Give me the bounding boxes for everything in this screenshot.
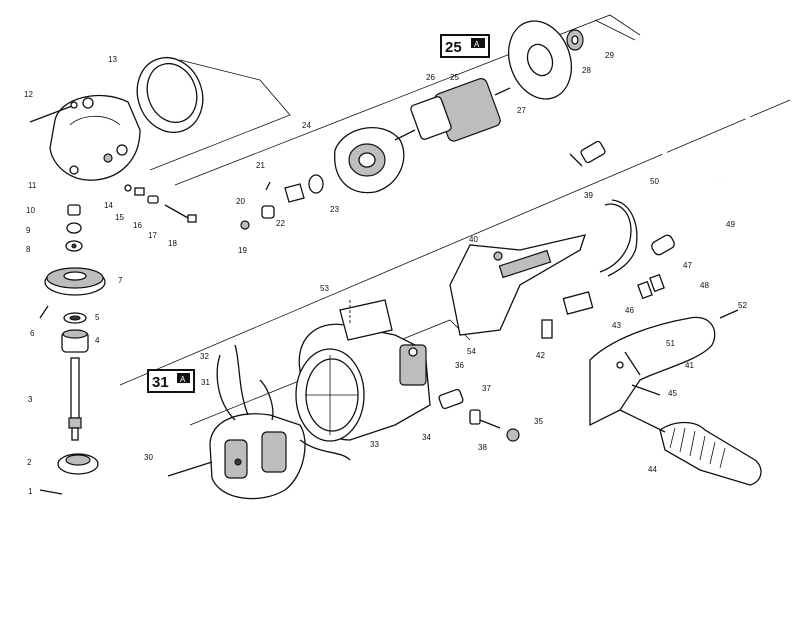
callout-46: 46: [625, 306, 634, 315]
handle-51: [589, 316, 716, 427]
adjuster-37: [438, 388, 520, 442]
screw-1: [39, 489, 63, 495]
callout-15: 15: [115, 213, 124, 222]
callout-18: 18: [168, 239, 177, 248]
callout-31: 31: [201, 378, 210, 387]
callout-38: 38: [478, 443, 487, 452]
callout-24: 24: [302, 121, 311, 130]
small-parts-14-18: [124, 184, 197, 223]
callout-5: 5: [95, 313, 100, 322]
svg-text:31: 31: [152, 374, 169, 391]
svg-text:A: A: [180, 375, 186, 384]
small-screws-right: [631, 273, 739, 396]
callout-50: 50: [650, 177, 659, 186]
badge-31: 31 A: [147, 369, 195, 393]
callout-29: 29: [605, 51, 614, 60]
switch-assembly: [449, 234, 594, 339]
badge-25: 25 A: [440, 34, 490, 58]
callout-54: 54: [467, 347, 476, 356]
callout-48: 48: [700, 281, 709, 290]
power-cord-50: [569, 86, 751, 247]
brush-holder-26: [339, 299, 393, 341]
strain-relief-49: [651, 234, 675, 256]
armature-26: [394, 78, 511, 142]
washer-stack: [65, 204, 83, 252]
callout-21: 21: [256, 161, 265, 170]
wires-39: [599, 199, 638, 277]
callout-20: 20: [236, 197, 245, 206]
callout-32: 32: [200, 352, 209, 361]
callout-42: 42: [536, 351, 545, 360]
callout-25: 25: [450, 73, 459, 82]
callout-9: 9: [26, 226, 31, 235]
callout-33: 33: [370, 440, 379, 449]
callout-28: 28: [582, 66, 591, 75]
callout-23: 23: [330, 205, 339, 214]
flange-2: [57, 453, 99, 475]
screw-12: [29, 101, 78, 123]
small-parts-19-23: [240, 174, 324, 230]
callout-44: 44: [648, 465, 657, 474]
callout-17: 17: [148, 231, 157, 240]
callout-51: 51: [666, 339, 675, 348]
gear-7: [44, 267, 106, 296]
callout-19: 19: [238, 246, 247, 255]
callout-16: 16: [133, 221, 142, 230]
callout-26: 26: [426, 73, 435, 82]
callout-52: 52: [738, 301, 747, 310]
callout-35: 35: [534, 417, 543, 426]
callout-22: 22: [276, 219, 285, 228]
callout-14: 14: [104, 201, 113, 210]
pin-6: [39, 305, 49, 319]
callout-40: 40: [469, 235, 478, 244]
callout-12: 12: [24, 90, 33, 99]
callout-43: 43: [612, 321, 621, 330]
callout-3: 3: [28, 395, 33, 404]
side-grip-44: [619, 409, 762, 486]
bearing-5: [63, 312, 87, 324]
svg-text:25: 25: [445, 39, 462, 56]
callout-27: 27: [517, 106, 526, 115]
wires-32: [216, 344, 351, 461]
baffle-27: [508, 20, 572, 100]
callout-2: 2: [27, 458, 32, 467]
callout-8: 8: [26, 245, 31, 254]
callout-6: 6: [30, 329, 35, 338]
spindle-3: [68, 357, 82, 441]
bearing-28: [566, 29, 584, 51]
svg-text:A: A: [474, 40, 480, 49]
end-bell-24: [334, 127, 405, 194]
callout-10: 10: [26, 206, 35, 215]
callout-47: 47: [683, 261, 692, 270]
screw-30: [167, 461, 213, 477]
callout-41: 41: [685, 361, 694, 370]
callout-1: 1: [28, 487, 33, 496]
ring-13: [136, 57, 204, 133]
callout-36: 36: [455, 361, 464, 370]
callout-37: 37: [482, 384, 491, 393]
callout-7: 7: [118, 276, 123, 285]
field-31: [209, 413, 306, 500]
callout-labels: 1234567891011121314151617181920212223242…: [24, 51, 747, 496]
callout-4: 4: [95, 336, 100, 345]
callout-34: 34: [422, 433, 431, 442]
bearing-4: [61, 329, 89, 353]
callout-11: 11: [28, 181, 37, 190]
gear-housing-33: [295, 323, 431, 442]
callout-45: 45: [668, 389, 677, 398]
motor-cover: [49, 94, 141, 181]
callout-49: 49: [726, 220, 735, 229]
callout-53: 53: [320, 284, 329, 293]
callout-39: 39: [584, 191, 593, 200]
callout-13: 13: [108, 55, 117, 64]
callout-30: 30: [144, 453, 153, 462]
